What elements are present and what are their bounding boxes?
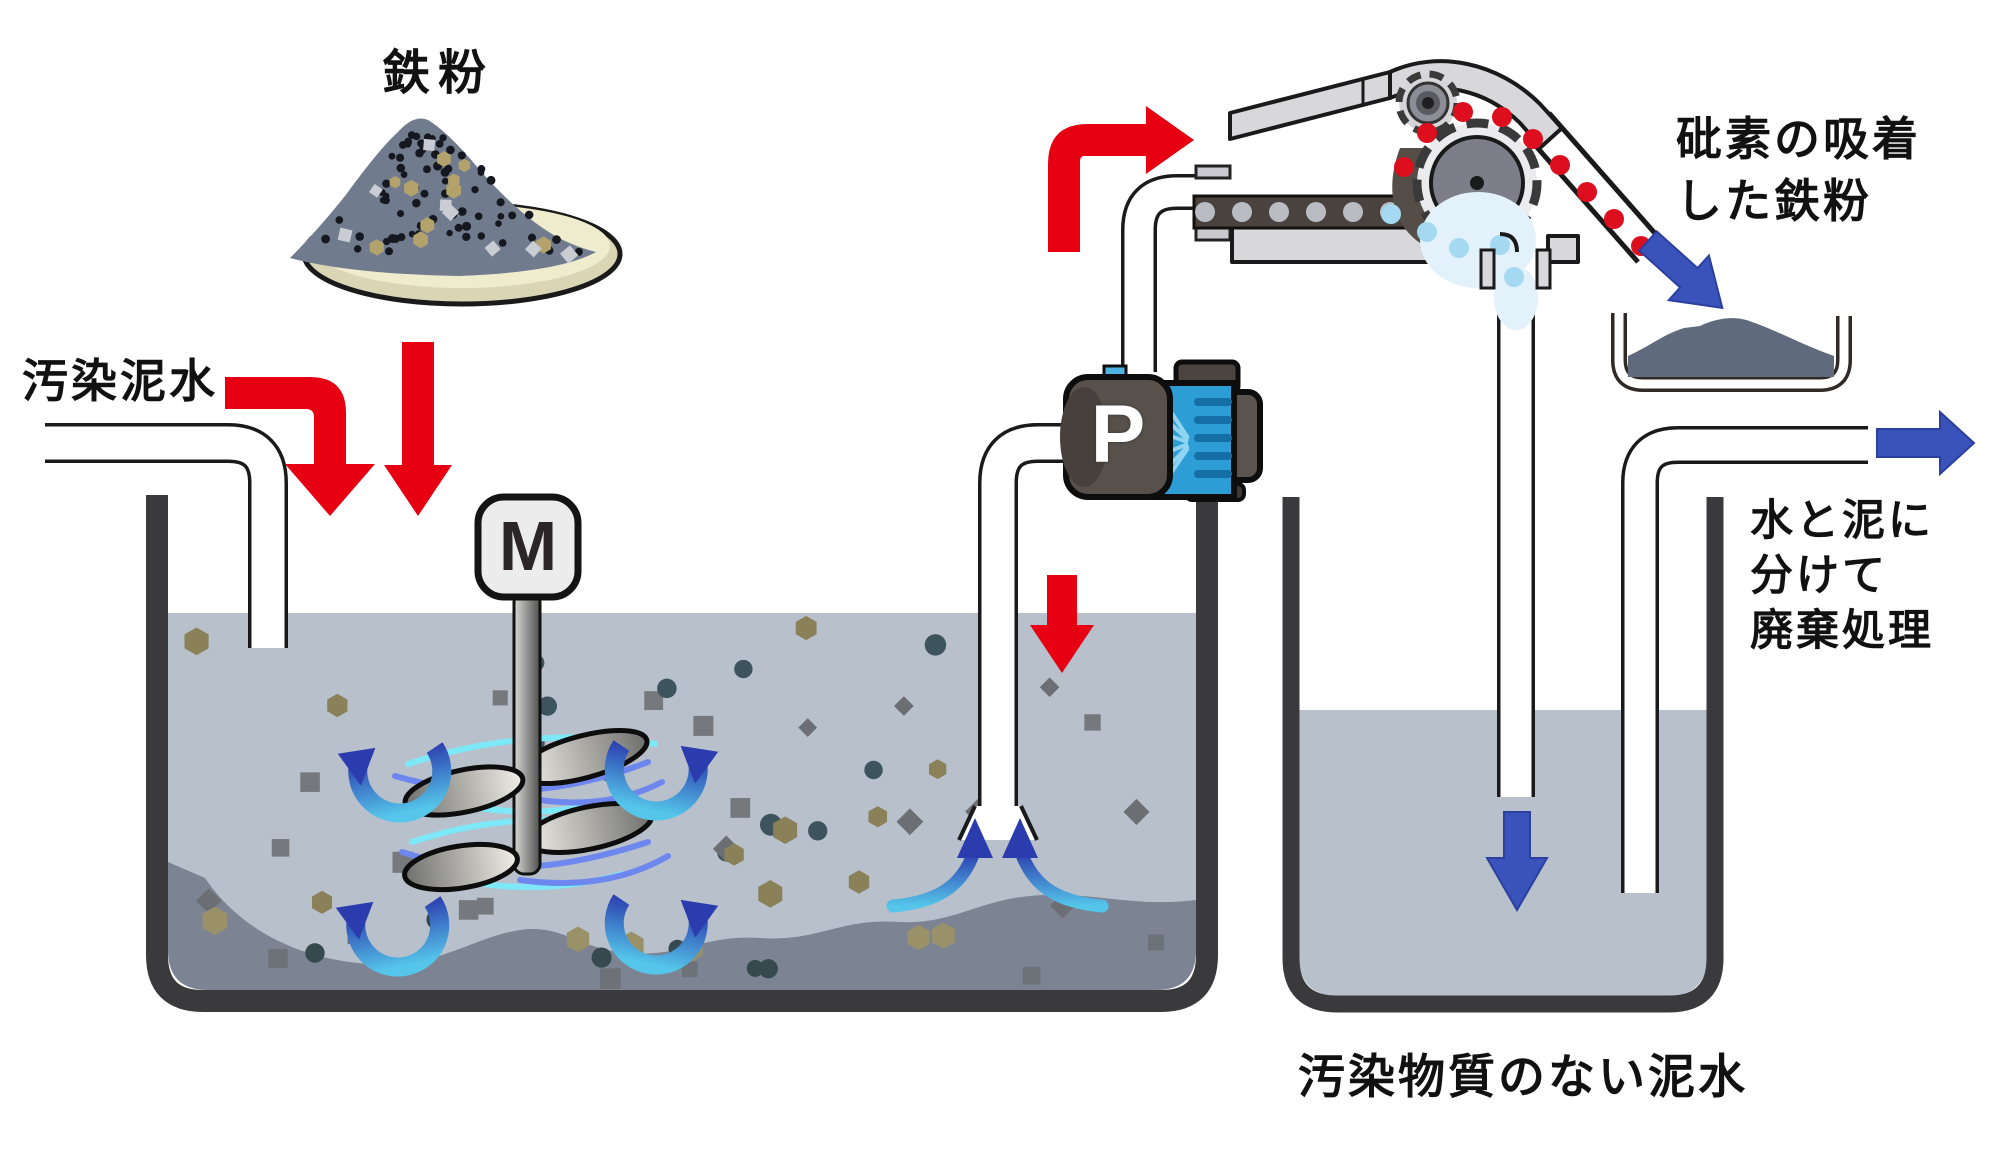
suction-pipe (957, 423, 1075, 841)
iron-powder-pile (290, 118, 596, 276)
to-tray-arrow (1637, 229, 1724, 310)
funnel (1479, 232, 1552, 290)
label-disposal: 水と泥に 分けて 廃棄処理 (1750, 497, 1934, 655)
discharge-pipe (1121, 174, 1202, 372)
circulation-arrows (335, 740, 719, 977)
contaminated-inflow-arrow (225, 377, 375, 516)
label-iron-powder: 鉄粉 (382, 47, 495, 100)
collected-iron-powder (1628, 318, 1834, 377)
slurry-down-arrow (1030, 575, 1094, 673)
idler-drum (1395, 70, 1461, 136)
mixer-shaft (512, 590, 542, 876)
label-adsorbed-iron: 砒素の吸着 した鉄粉 (1676, 113, 1921, 227)
separator-top-panel (1228, 70, 1392, 141)
disposal-out-arrow (1876, 409, 1976, 477)
motor-box (474, 493, 582, 601)
iron-powder-plate (290, 118, 623, 307)
outlet-pipe (1621, 426, 1868, 893)
iron-powder-add-arrow (384, 342, 452, 516)
pump (1060, 359, 1263, 502)
pump-letter: P (1090, 389, 1146, 480)
to-separator-arrow (1048, 106, 1194, 252)
magnetic-separator (1192, 59, 1662, 330)
clean-water-down-arrow (1485, 811, 1549, 913)
suction-flow-arrows (886, 818, 1109, 913)
sediment-layer (168, 862, 1196, 990)
collection-tray (1611, 313, 1852, 392)
label-contaminated-sludge: 汚染泥水 (22, 355, 218, 407)
label-clean-sludge: 汚染物質のない泥水 (1298, 1050, 1748, 1103)
mixer (335, 493, 719, 977)
inlet-pipe (45, 423, 288, 648)
adsorbed-iron-dots (1394, 102, 1651, 256)
iron-powder-speckles (321, 131, 583, 264)
motor-letter: M (498, 507, 558, 585)
